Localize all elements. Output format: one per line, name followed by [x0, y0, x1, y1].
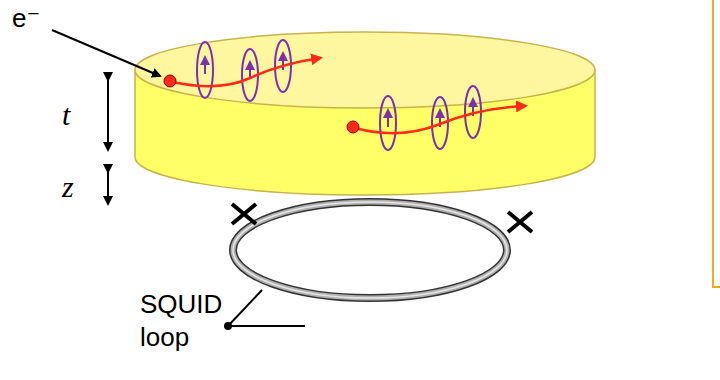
- dimension-label: z: [62, 168, 74, 206]
- dimension-arrow: [107, 80, 109, 150]
- leader-line: [224, 290, 305, 330]
- dimension-label: t: [62, 96, 70, 134]
- dimension-arrow: [107, 172, 109, 204]
- part-label: SQUID loop: [140, 288, 226, 353]
- leader-arrow: [52, 30, 160, 76]
- frame-line: [713, 0, 720, 287]
- squid-loop: [233, 202, 507, 298]
- electron-path: [164, 40, 320, 101]
- junction-mark: [232, 204, 532, 232]
- particle-label: e⁻: [12, 2, 40, 35]
- electron-path: [347, 86, 525, 150]
- sample-disk: [135, 32, 595, 195]
